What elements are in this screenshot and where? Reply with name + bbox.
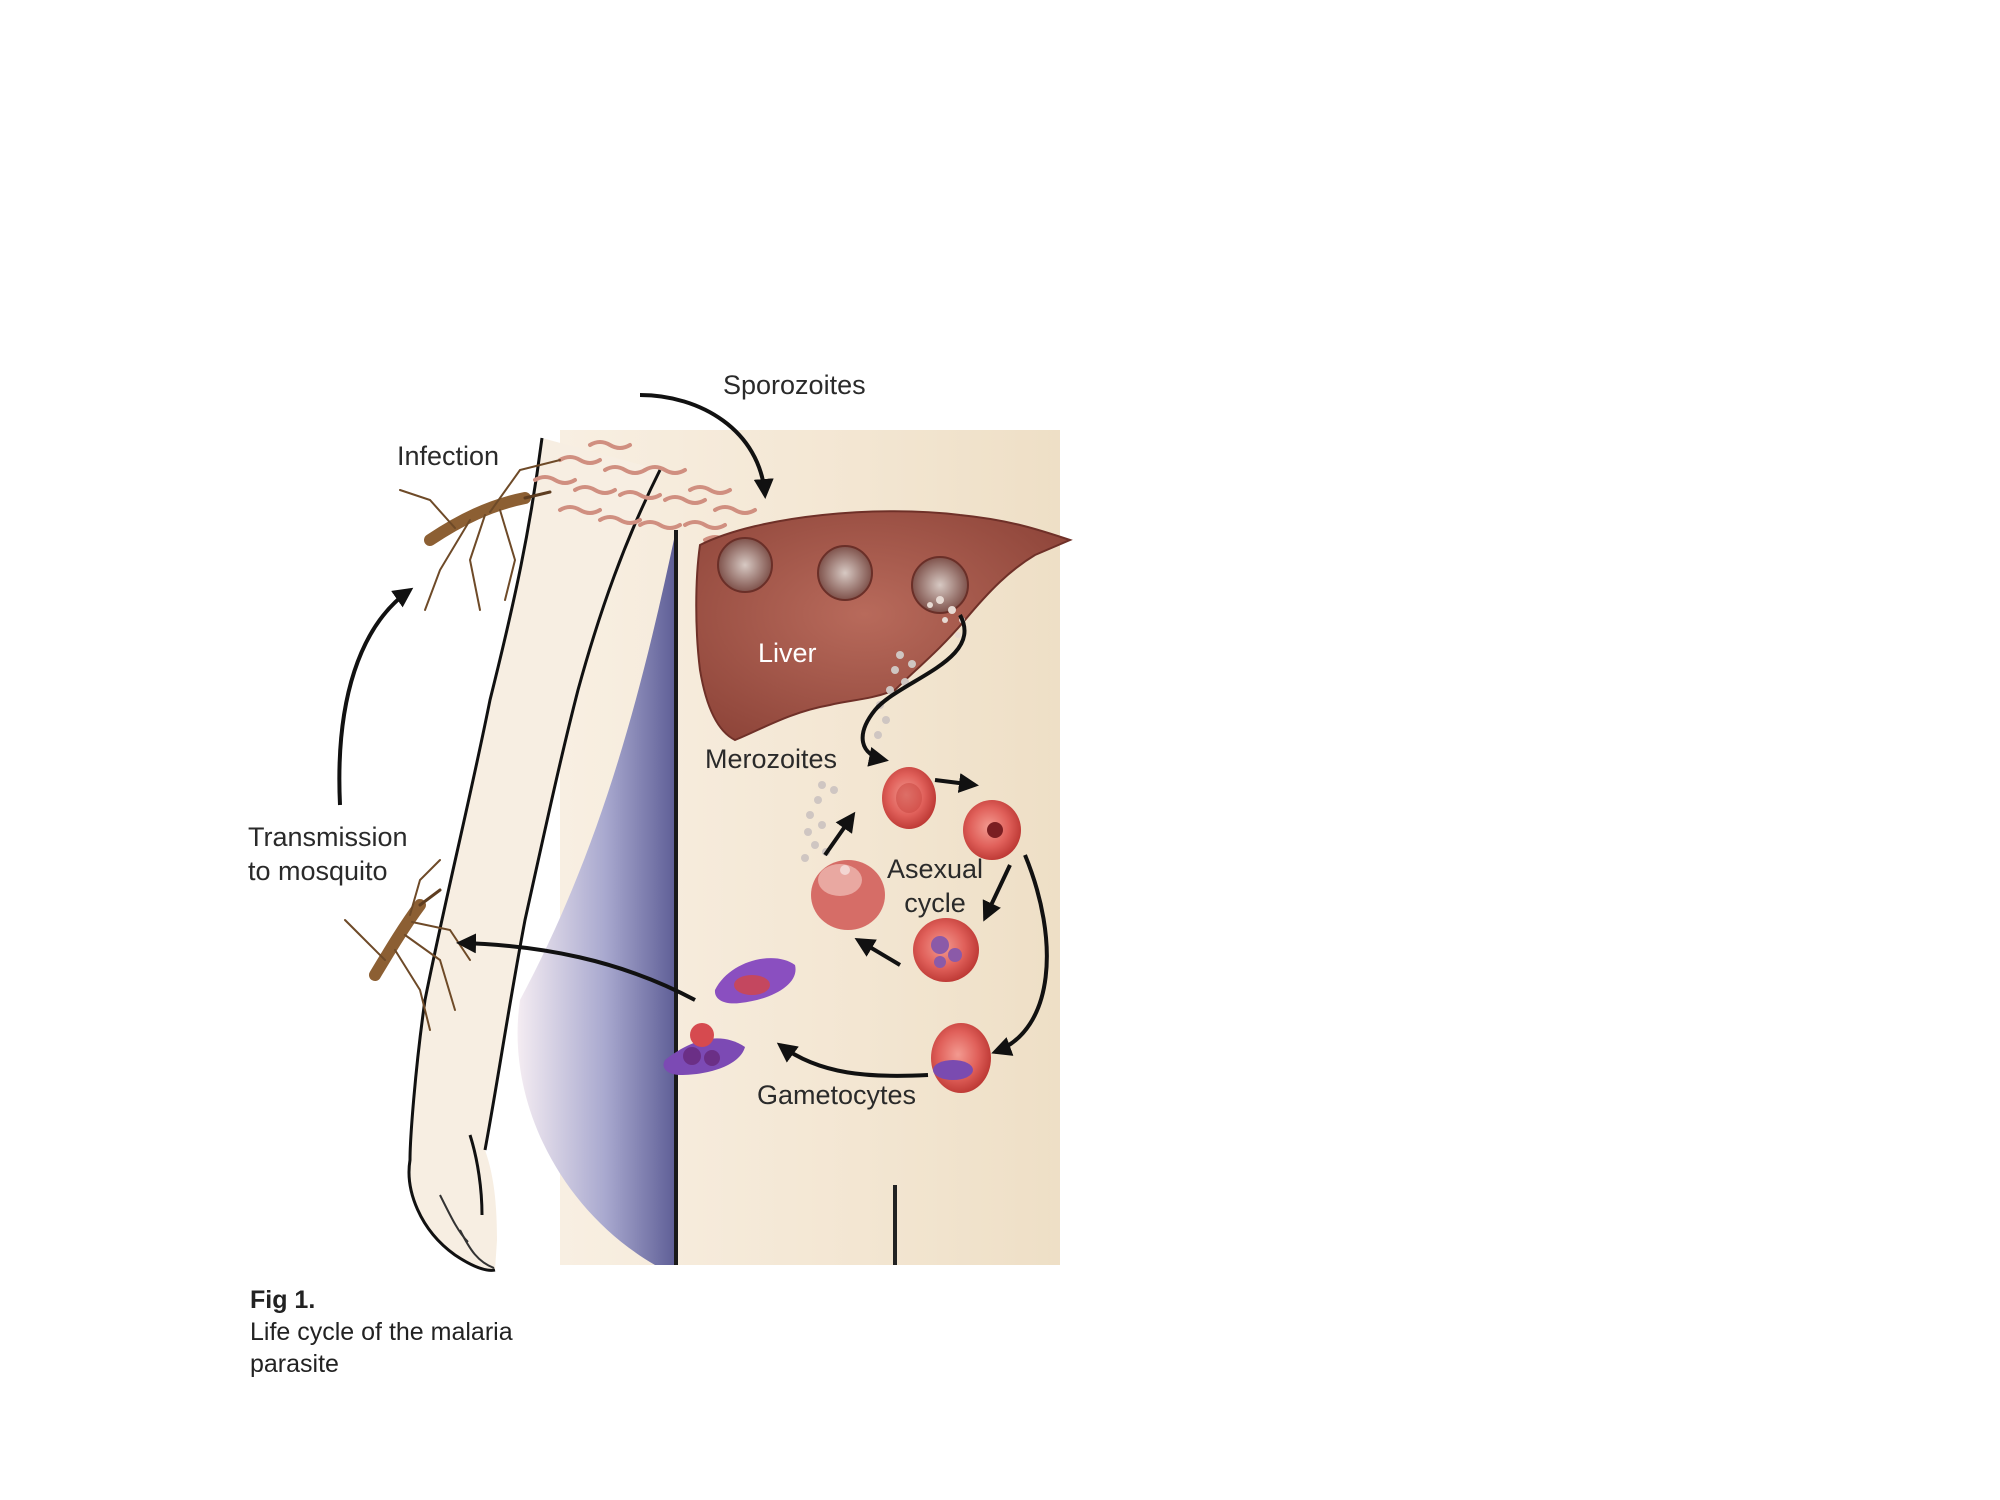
caption-text: Life cycle of the malaria parasite <box>250 1318 513 1378</box>
red-blood-cell-icon <box>913 918 979 982</box>
label-infection: Infection <box>397 441 500 471</box>
label-asexual-line1: Asexual <box>886 854 984 884</box>
label-asexual-cycle: Asexual cycle <box>880 852 990 920</box>
arm-outline <box>407 437 662 1272</box>
label-transmission-line2: to mosquito <box>248 856 388 886</box>
label-gametocytes: Gametocytes <box>757 1080 917 1110</box>
red-blood-cell-icon <box>931 1023 991 1093</box>
red-blood-cell-icon <box>882 767 936 829</box>
label-transmission: Transmission to mosquito <box>248 820 408 888</box>
gametocyte-icon <box>663 1023 745 1075</box>
sporozoites-swarm <box>533 440 757 545</box>
arrow-icon <box>337 393 1049 1078</box>
label-merozoites: Merozoites <box>705 744 838 774</box>
label-liver: Liver <box>758 638 817 668</box>
gametocyte-icon <box>714 958 796 1004</box>
liver-icon <box>695 510 1073 742</box>
ruptured-red-blood-cell-icon <box>811 860 885 930</box>
label-transmission-line1: Transmission <box>248 822 408 852</box>
mosquito-icon <box>399 459 561 611</box>
red-blood-cell-icon <box>963 800 1021 860</box>
caption-title: Fig 1. <box>250 1286 316 1314</box>
figure-caption: Fig 1. Life cycle of the malaria parasit… <box>250 1284 570 1380</box>
label-sporozoites: Sporozoites <box>723 370 866 400</box>
label-asexual-line2: cycle <box>904 888 966 918</box>
